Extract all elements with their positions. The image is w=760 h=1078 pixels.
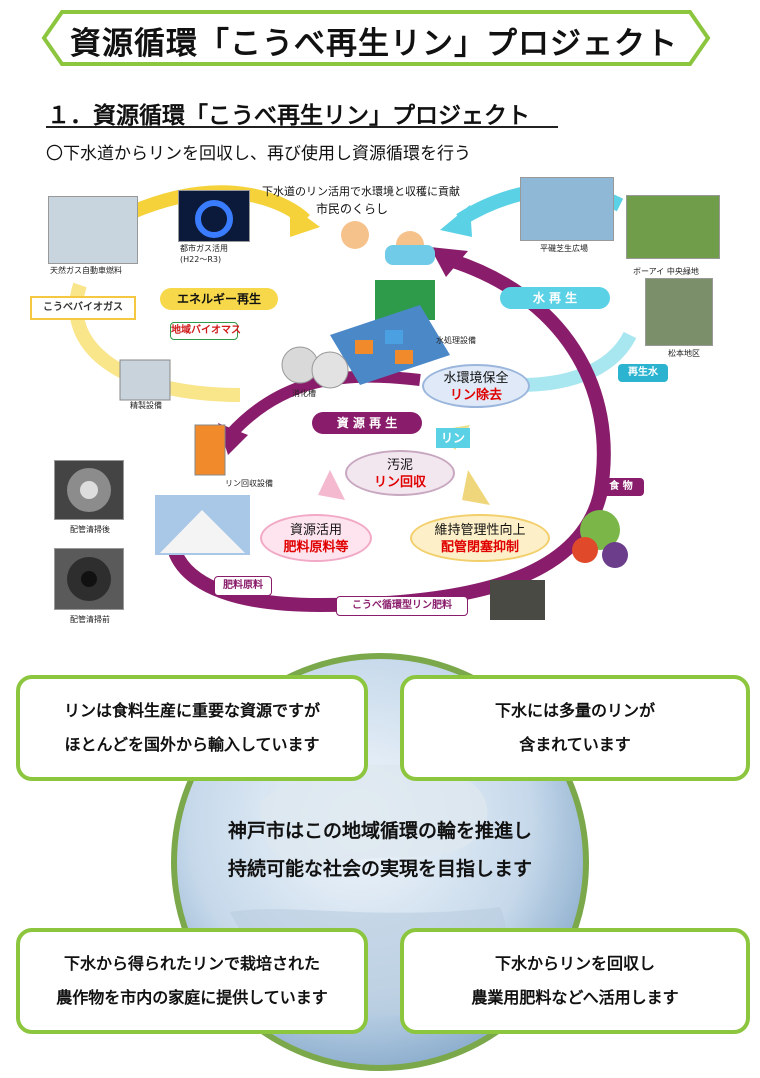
card-bottom-right: 下水からリンを回収し農業用肥料などへ活用します bbox=[400, 928, 750, 1034]
pipe-after-photo bbox=[54, 460, 124, 520]
energy-arrowhead bbox=[290, 205, 320, 237]
water-env-ellipse: 水環境保全 リン除去 bbox=[422, 364, 530, 408]
food-label: 食 物 bbox=[598, 478, 644, 496]
recycled-water-label: 再生水 bbox=[618, 364, 668, 382]
gas-station-photo bbox=[48, 196, 138, 264]
maintenance-line1: 維持管理性向上 bbox=[434, 523, 526, 538]
pipe-before-caption: 配管清掃前 bbox=[70, 615, 110, 624]
recovery-tank bbox=[194, 424, 226, 476]
card-top-left-line2: ほとんどを国外から輸入しています bbox=[64, 735, 320, 754]
card-bottom-left-line1: 下水から得られたリンで栽培された bbox=[63, 954, 320, 973]
water-label: 水 再 生 bbox=[500, 287, 610, 309]
card-top-right-line1: 下水には多量のリンが bbox=[494, 701, 655, 720]
resource-use-ellipse: 資源活用 肥料原料等 bbox=[260, 514, 372, 562]
matsumoto-caption: 松本地区 bbox=[668, 349, 700, 358]
regional-biomass-label: 地域バイオマス bbox=[170, 322, 241, 340]
energy-label: エネルギー再生 bbox=[160, 288, 278, 310]
park-photo bbox=[520, 177, 614, 241]
maintenance-ellipse: 維持管理性向上 配管閉塞抑制 bbox=[410, 514, 550, 562]
boai-caption: ボーアイ 中央緑地 bbox=[633, 267, 699, 276]
section-subline: 〇下水道からリンを回収し、再び使用し資源循環を行う bbox=[46, 144, 471, 164]
card-bottom-left: 下水から得られたリンで栽培された農作物を市内の家庭に提供しています bbox=[16, 928, 368, 1034]
gas-station-caption: 天然ガス自動車燃料 bbox=[50, 266, 122, 275]
center-message: 神戸市はこの地域循環の輪を推進し 持続可能な社会の実現を目指します bbox=[180, 812, 580, 888]
resource-use-line2: 肥料原料等 bbox=[283, 540, 349, 555]
kobe-biogas-label: こうべバイオガス bbox=[30, 296, 136, 320]
refinery-caption: 精製設備 bbox=[130, 401, 162, 410]
resource-arrow-left bbox=[225, 370, 421, 440]
card-bottom-left-line2: 農作物を市内の家庭に提供しています bbox=[56, 988, 328, 1007]
resource-arrowhead bbox=[430, 247, 468, 277]
park-caption: 平磯芝生広場 bbox=[540, 244, 588, 253]
recovery-caption: リン回収設備 bbox=[225, 479, 273, 488]
digester-caption: 消化槽 bbox=[292, 389, 316, 398]
resource-arrow-big bbox=[165, 253, 611, 613]
resource-label: 資 源 再 生 bbox=[312, 412, 422, 434]
water-env-line2: リン除去 bbox=[449, 388, 502, 403]
refinery-facility bbox=[119, 359, 171, 401]
center-message-line1: 神戸市はこの地域循環の輪を推進し bbox=[227, 820, 532, 842]
pipe-before-photo bbox=[54, 548, 124, 610]
pipe-after-caption: 配管清掃後 bbox=[70, 525, 110, 534]
top-caption: 下水道のリン活用で水環境と収穫に貢献 bbox=[262, 185, 460, 198]
card-top-left-line1: リンは食料生産に重要な資源ですが bbox=[63, 701, 320, 720]
card-top-right-line2: 含まれています bbox=[519, 735, 631, 754]
card-top-left: リンは食料生産に重要な資源ですがほとんどを国外から輸入しています bbox=[16, 675, 368, 781]
citizen-label: 市民のくらし bbox=[316, 202, 389, 216]
citizen-figure bbox=[341, 221, 369, 249]
kobe-fertilizer-label: こうべ循環型リン肥料 bbox=[336, 596, 468, 616]
section-heading: １．資源循環「こうべ再生リン」プロジェクト bbox=[47, 103, 530, 129]
page-title: 資源循環「こうべ再生リン」プロジェクト bbox=[70, 26, 678, 62]
center-message-line2: 持続可能な社会の実現を目指します bbox=[227, 858, 532, 880]
water-arrowhead bbox=[440, 205, 472, 237]
boai-photo bbox=[626, 195, 720, 259]
pellet-photo bbox=[490, 580, 545, 620]
maintenance-line2: 配管閉塞抑制 bbox=[440, 540, 519, 555]
title-banner bbox=[41, 10, 711, 66]
treatment-tanks bbox=[330, 305, 450, 385]
water-env-line1: 水環境保全 bbox=[443, 371, 509, 386]
gas-flame-caption: 都市ガス活用 bbox=[180, 244, 228, 253]
sludge-line1: 汚泥 bbox=[386, 458, 413, 473]
matsumoto-photo bbox=[645, 278, 713, 346]
card-top-right: 下水には多量のリンが含まれています bbox=[400, 675, 750, 781]
resource-use-line1: 資源活用 bbox=[289, 523, 342, 538]
fertilizer-material-label: 肥料原料 bbox=[214, 576, 272, 596]
sludge-line2: リン回収 bbox=[373, 475, 426, 490]
card-bottom-right-line1: 下水からリンを回収し bbox=[494, 954, 655, 973]
gas-flame-photo bbox=[178, 190, 250, 242]
heading-underline bbox=[46, 126, 558, 128]
sludge-ellipse: 汚泥 リン回収 bbox=[345, 450, 455, 496]
gas-flame-period: (H22〜R3) bbox=[180, 255, 222, 264]
card-bottom-right-line2: 農業用肥料などへ活用します bbox=[471, 988, 679, 1007]
treatment-caption: 水処理設備 bbox=[436, 336, 476, 345]
phosphorus-arrow-label: リン bbox=[436, 428, 470, 448]
